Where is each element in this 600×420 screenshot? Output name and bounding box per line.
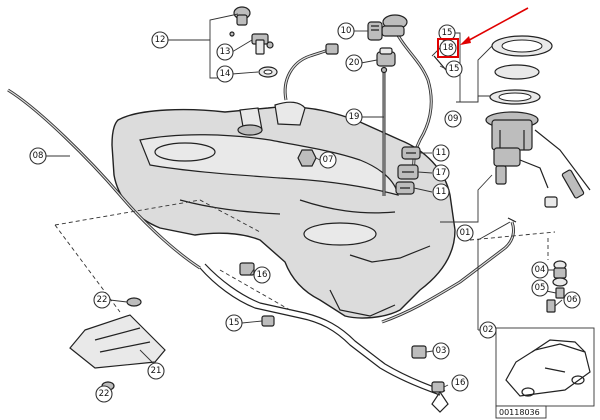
callout-16-mid: 16 (253, 266, 271, 284)
callout-11-upper: 11 (432, 144, 450, 162)
callout-19: 19 (345, 108, 363, 126)
filler-hose (283, 43, 339, 101)
svg-text:17: 17 (436, 168, 447, 178)
callout-17: 17 (432, 164, 450, 182)
svg-text:16: 16 (455, 378, 466, 388)
svg-text:22: 22 (97, 295, 108, 305)
svg-text:03: 03 (436, 346, 447, 356)
callout-10: 10 (337, 22, 355, 40)
part-10-clip (367, 21, 383, 41)
fuel-pump-assembly (485, 35, 591, 208)
part-19-rod (380, 66, 388, 196)
svg-text:09: 09 (448, 114, 459, 124)
callout-06: 06 (563, 291, 581, 309)
svg-text:15: 15 (449, 64, 460, 74)
svg-text:12: 12 (155, 35, 166, 45)
highlight-box (437, 38, 459, 58)
callout-02: 02 (479, 321, 497, 339)
svg-text:15: 15 (229, 318, 240, 328)
svg-text:05: 05 (535, 283, 546, 293)
nut-07 (297, 149, 317, 167)
callout-22-bottom: 22 (95, 385, 113, 403)
heat-shield (69, 297, 166, 391)
callout-13: 13 (216, 43, 234, 61)
callout-09: 09 (444, 110, 462, 128)
callout-08: 08 (29, 147, 47, 165)
callout-18: 18 (439, 39, 457, 57)
car-thumbnail (495, 327, 595, 407)
callout-01: 01 (456, 224, 474, 242)
svg-text:15: 15 (442, 28, 453, 38)
group-dashed-lines (54, 199, 556, 313)
tank-strap (381, 217, 517, 324)
callout-16-bottom: 16 (451, 374, 469, 392)
svg-text:13: 13 (220, 47, 231, 57)
callout-04: 04 (531, 261, 549, 279)
callout-07: 07 (319, 151, 337, 169)
parts-04-05-06 (546, 260, 568, 313)
svg-text:16: 16 (257, 270, 268, 280)
document-id: 00118036 (495, 405, 547, 419)
callout-15-mid: 15 (445, 60, 463, 78)
svg-text:10: 10 (341, 26, 352, 36)
callout-12: 12 (151, 31, 169, 49)
callout-05: 05 (531, 279, 549, 297)
svg-text:11: 11 (436, 148, 447, 158)
svg-text:18: 18 (443, 43, 454, 53)
part-08-bar (7, 88, 201, 270)
callout-22-top: 22 (93, 291, 111, 309)
arrow-head (460, 36, 471, 45)
fuel-cap-parts (229, 6, 278, 78)
highlight-annotation (437, 7, 529, 58)
highlight-arrow (461, 7, 529, 45)
fuel-tank (111, 101, 456, 319)
fuel-lines (199, 262, 449, 413)
svg-text:00118036: 00118036 (499, 408, 540, 417)
svg-text:02: 02 (483, 325, 494, 335)
svg-text:04: 04 (535, 265, 546, 275)
svg-text:01: 01 (460, 228, 471, 238)
svg-text:20: 20 (349, 58, 360, 68)
svg-text:19: 19 (349, 112, 360, 122)
svg-text:14: 14 (220, 69, 231, 79)
callout-21: 21 (147, 362, 165, 380)
hose-clamps (395, 146, 421, 195)
svg-text:08: 08 (33, 151, 44, 161)
svg-text:07: 07 (323, 155, 334, 165)
svg-text:11: 11 (436, 187, 447, 197)
callout-03: 03 (432, 342, 450, 360)
svg-text:22: 22 (99, 389, 110, 399)
callout-14: 14 (216, 65, 234, 83)
svg-text:21: 21 (151, 366, 162, 376)
callout-11-lower: 11 (432, 183, 450, 201)
part-20-valve (376, 47, 396, 67)
svg-text:06: 06 (567, 295, 578, 305)
callout-20: 20 (345, 54, 363, 72)
callout-15-bottom: 15 (225, 314, 243, 332)
